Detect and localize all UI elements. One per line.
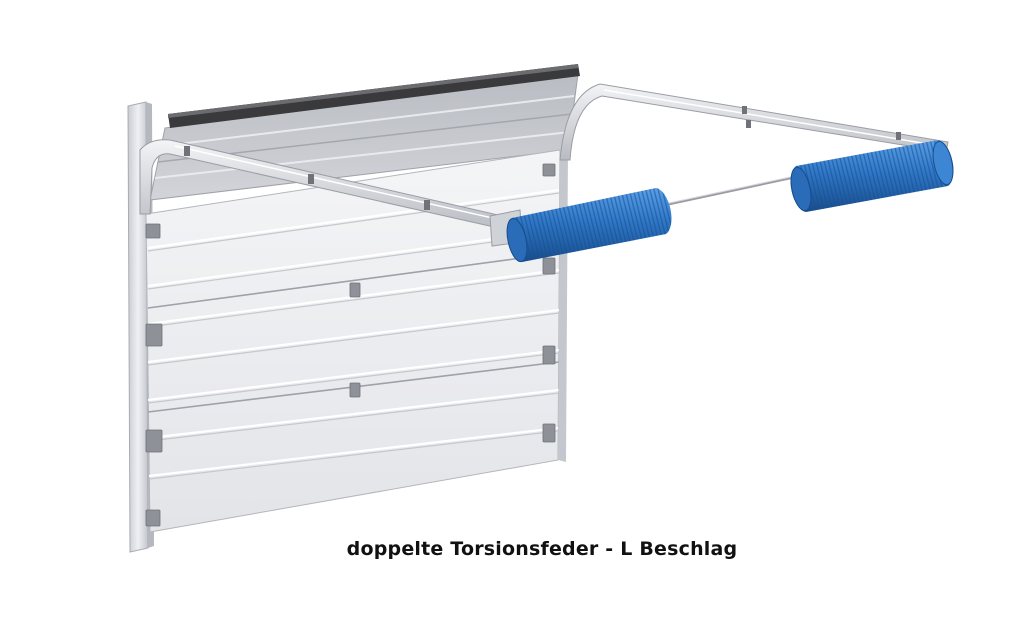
top-seal	[168, 64, 580, 128]
caption: doppelte Torsionsfeder - L Beschlag	[346, 538, 738, 560]
door-hinges	[145, 163, 556, 527]
torsion-spring-left	[506, 188, 672, 263]
torsion-spring-right	[790, 140, 954, 212]
door-lower-panel	[145, 149, 561, 533]
left-track	[139, 139, 523, 247]
right-track	[559, 83, 949, 161]
torsion-shaft	[659, 174, 801, 208]
